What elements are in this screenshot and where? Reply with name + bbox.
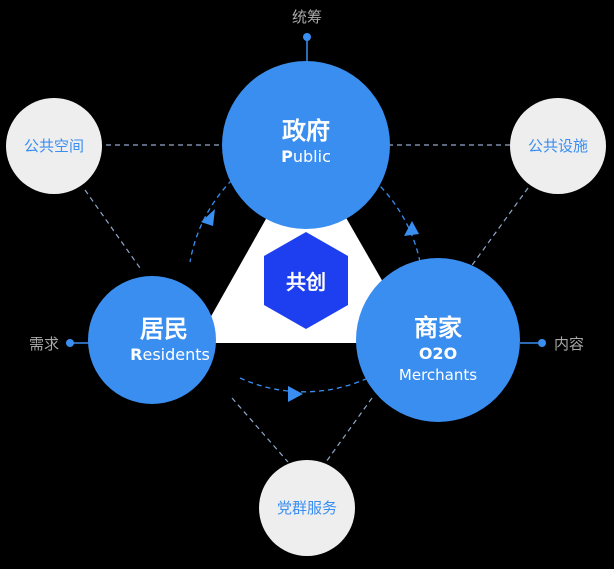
node-government-initial: P xyxy=(281,147,293,166)
node-residents-initial: R xyxy=(130,345,142,364)
node-government: 政府 Public xyxy=(222,61,390,229)
arc-government-to-residents xyxy=(189,179,233,263)
outer-right: 内容 xyxy=(520,335,584,353)
node-government-subtitle: Public xyxy=(281,147,331,166)
node-residents-rest: esidents xyxy=(142,345,209,364)
outer-label-top: 统筹 xyxy=(292,8,322,26)
connector-public-facilities-merchants xyxy=(469,187,529,269)
arrow-icon-left xyxy=(201,209,215,226)
node-residents: 居民 Residents xyxy=(88,276,216,404)
satellite-party-services-label: 党群服务 xyxy=(277,499,337,517)
connector-residents-party-services xyxy=(231,397,289,463)
arc-residents-to-merchants xyxy=(239,377,369,393)
arrow-icon-bottom xyxy=(288,386,303,402)
outer-dot-top xyxy=(303,33,311,41)
connector-public-space-residents xyxy=(84,189,141,269)
node-merchants-title: 商家 xyxy=(414,314,462,342)
outer-dot-right xyxy=(538,339,546,347)
center-label: 共创 xyxy=(286,270,326,294)
satellite-party-services: 党群服务 xyxy=(259,460,355,556)
outer-label-right: 内容 xyxy=(554,335,584,353)
satellite-public-facilities-label: 公共设施 xyxy=(528,137,588,155)
node-residents-title: 居民 xyxy=(140,315,188,343)
center-hexagon: 共创 xyxy=(264,232,348,329)
node-government-rest: ublic xyxy=(293,147,331,166)
node-residents-subtitle: Residents xyxy=(130,345,210,364)
satellite-public-facilities: 公共设施 xyxy=(510,98,606,194)
outer-label-left: 需求 xyxy=(29,335,59,353)
arrow-icon-right xyxy=(404,221,419,236)
outer-top: 统筹 xyxy=(292,8,322,63)
satellite-public-space-label: 公共空间 xyxy=(24,137,84,155)
node-merchants-line2: O2O xyxy=(419,344,457,363)
arc-merchants-to-government xyxy=(375,181,421,263)
connector-lines xyxy=(84,144,529,463)
outer-left: 需求 xyxy=(29,335,92,353)
node-merchants-line3: Merchants xyxy=(399,366,477,384)
outer-dot-left xyxy=(66,339,74,347)
cycle-arcs xyxy=(189,179,421,393)
satellite-public-space: 公共空间 xyxy=(6,98,102,194)
connector-merchants-party-services xyxy=(325,397,373,463)
node-government-title: 政府 xyxy=(282,117,330,145)
node-merchants: 商家 O2O Merchants xyxy=(356,258,520,422)
